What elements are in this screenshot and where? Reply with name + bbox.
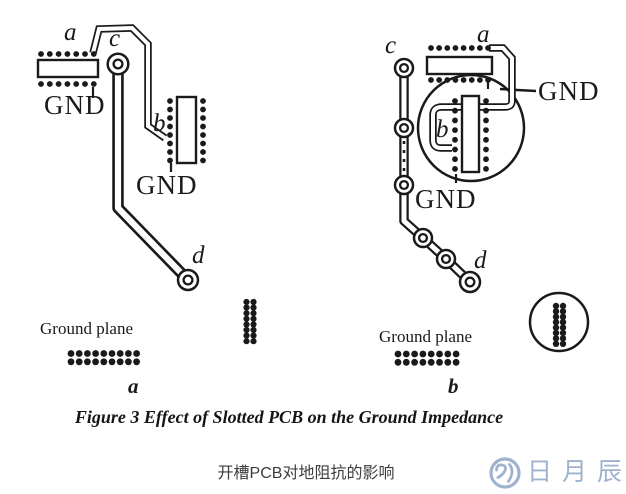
panel-letter-b: b <box>448 374 459 398</box>
node-label-d: d <box>192 242 205 269</box>
ground-plane-label: Ground plane <box>40 319 133 338</box>
node-label-b-right: b <box>436 116 449 143</box>
ic-a-pins-top <box>38 51 97 57</box>
watermark-logo: 日月辰 <box>488 454 626 492</box>
slot-cross-section-dots <box>243 298 257 345</box>
sun-moon-circle-icon <box>489 457 521 489</box>
ground-plane-dots <box>67 350 141 366</box>
node-label-d-right: d <box>474 247 487 274</box>
ic-b-package <box>167 95 206 172</box>
via-d-right <box>458 270 482 294</box>
ic-b2-package <box>452 94 489 183</box>
signal-trace-a-to-b <box>89 24 168 142</box>
pcb-diagram-canvas: a c b d GND GND Ground plane a <box>36 19 600 398</box>
node-label-a: a <box>64 19 77 46</box>
ic-b-pins-right <box>200 98 206 164</box>
stitched-cross-section-detail <box>528 291 590 353</box>
via-chain-5 <box>435 248 457 270</box>
via-chain-4 <box>412 227 434 249</box>
panel-letter-a: a <box>128 374 139 398</box>
ic-a-pins-bottom <box>38 81 97 87</box>
ground-slot <box>112 58 194 286</box>
figure-caption-chinese: 开槽PCB对地阻抗的影响 <box>217 465 395 482</box>
via-chain-3 <box>393 174 415 196</box>
ic-b-pins-left <box>167 98 173 164</box>
node-label-c-right: c <box>385 32 396 59</box>
stitching-via-chain <box>393 57 482 294</box>
via-d <box>176 268 200 292</box>
node-label-c: c <box>109 25 120 52</box>
detail-circle-small <box>528 291 590 353</box>
via-chain-1 <box>393 57 415 79</box>
left-diagram: a c b d GND GND Ground plane a <box>36 19 257 398</box>
via-chain-2 <box>393 117 415 139</box>
ic-a2-package <box>425 45 494 83</box>
watermark-text: 日月辰 <box>527 459 626 486</box>
node-label-b: b <box>153 110 166 137</box>
gnd-callout-line <box>499 87 537 93</box>
via-c <box>106 52 130 76</box>
ic-a2-pins-bottom <box>428 77 491 83</box>
ground-plane-label-right: Ground plane <box>379 327 472 346</box>
node-label-a-right: a <box>477 21 490 48</box>
ground-plane-dots-right <box>394 350 460 366</box>
signal-trace-a-to-b-right <box>429 44 516 152</box>
ic-a-package <box>36 51 100 98</box>
figure-caption: Figure 3 Effect of Slotted PCB on the Gr… <box>74 407 504 427</box>
ic-a2-pins-top <box>428 45 491 51</box>
gnd-callout-label: GND <box>538 76 600 106</box>
gnd-label-center: GND <box>415 184 477 214</box>
ic-b2-pins-right <box>483 98 489 172</box>
gnd-label-right: GND <box>136 170 198 200</box>
right-diagram: c a b d GND GND Ground plane b <box>379 21 600 398</box>
stitched-cross-section-dots <box>552 302 567 347</box>
ic-b2-pins-left <box>452 98 458 172</box>
gnd-label-left: GND <box>44 90 106 120</box>
